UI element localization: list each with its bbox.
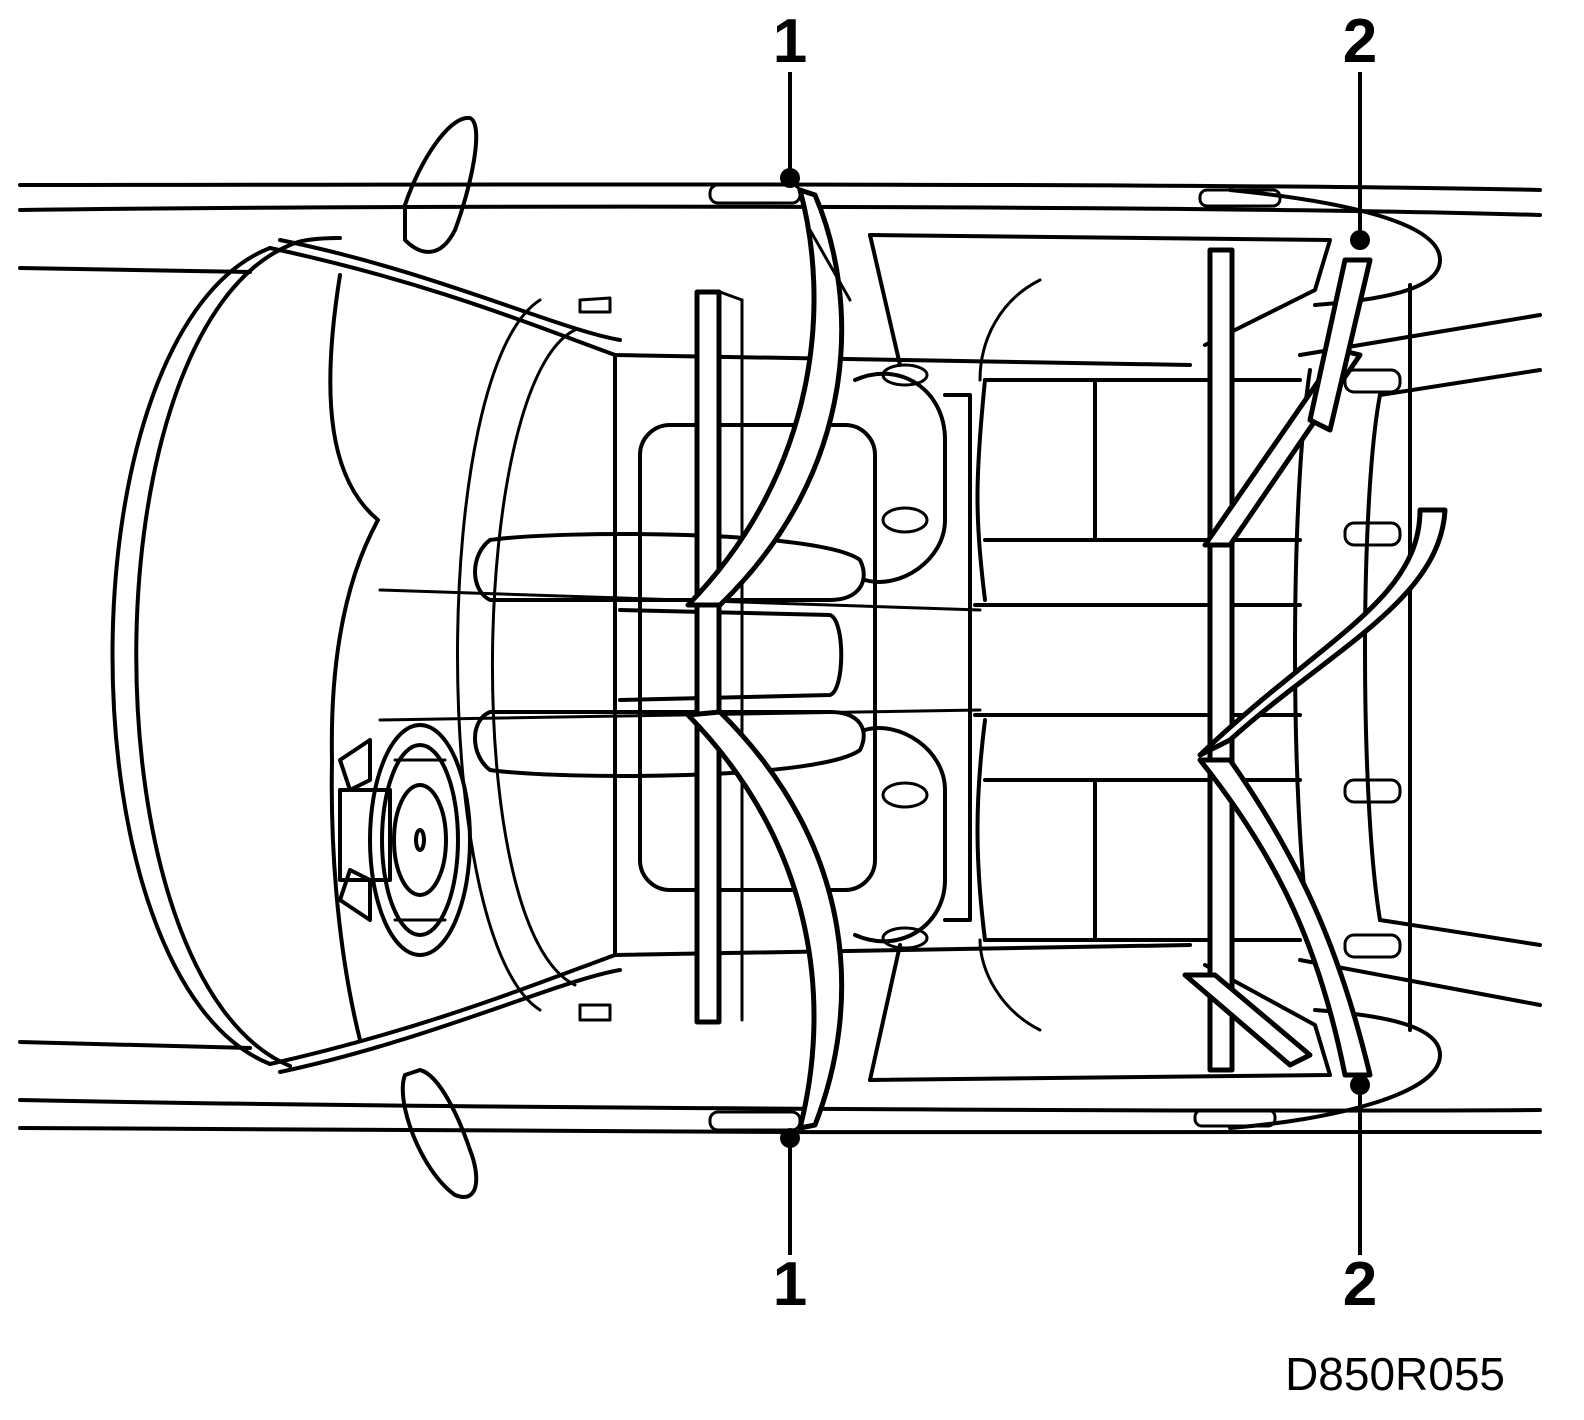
callout-label: 1 — [773, 1250, 807, 1319]
callout-label: 1 — [773, 7, 807, 76]
callout-front-top: 1 — [773, 7, 807, 188]
steering-wheel — [338, 723, 472, 957]
callout-front-bottom: 1 — [773, 1128, 807, 1319]
callout-rear-bottom: 2 — [1343, 1075, 1377, 1319]
callout-rear-top: 2 — [1343, 7, 1377, 250]
callout-label: 2 — [1343, 1250, 1377, 1319]
car-body-outline — [18, 115, 1542, 1199]
callout-label: 2 — [1343, 7, 1377, 76]
seat-belts — [685, 187, 1448, 1131]
reference-code: D850R055 — [1285, 1348, 1505, 1400]
car-interior — [338, 278, 1402, 1032]
